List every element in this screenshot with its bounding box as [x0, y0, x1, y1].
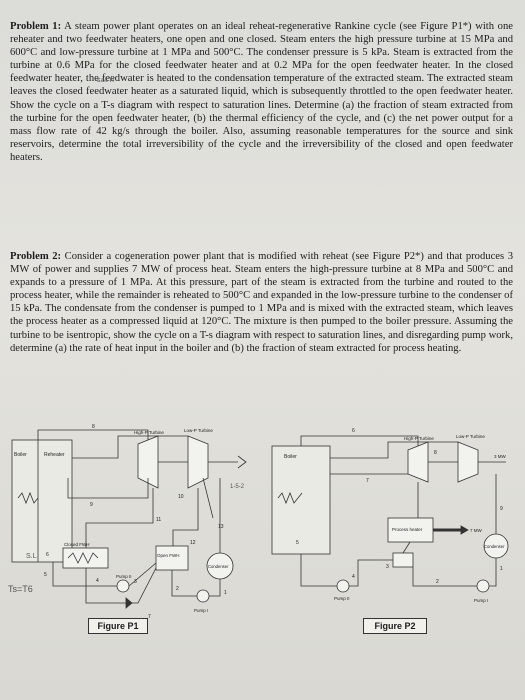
p1-state-8: 8 — [92, 424, 95, 430]
p1-state-6: 6 — [46, 552, 49, 558]
p1-pump-2-label: Pump II — [116, 574, 132, 579]
p1-state-1: 1 — [224, 590, 227, 596]
handwritten-note-1-5-2: 1-5-2 — [230, 484, 245, 490]
p2-condenser-label: Condenser — [484, 544, 505, 549]
handwritten-note-satn: sat'n — [97, 76, 115, 84]
p2-power-label: 3 MW — [494, 454, 507, 459]
p2-lp-turbine — [457, 441, 479, 483]
figure-p1-caption: Figure P1 — [88, 618, 148, 634]
figure-p2-diagram: Boiler High-P Turbine Low-P Turbine Proc… — [271, 428, 509, 603]
p2-state-4: 4 — [352, 574, 355, 580]
p2-state-3: 3 — [386, 564, 389, 570]
p1-state-4: 4 — [96, 578, 99, 584]
problem-1-label: Problem 1: — [10, 21, 62, 32]
figure-p1-diagram: Boiler Reheater High-P Turbine Low-P Tur… — [8, 424, 247, 618]
p1-reheater-label: Reheater — [44, 452, 65, 458]
p1-closed-fwh-label: Closed FWH — [64, 542, 90, 547]
p1-hp-turbine — [137, 435, 159, 489]
p2-state-8: 8 — [434, 450, 437, 456]
p1-pump-1-label: Pump I — [194, 608, 208, 613]
p1-lp-turbine — [187, 435, 209, 489]
p1-state-12: 12 — [190, 540, 196, 546]
p1-open-fwh — [155, 545, 189, 571]
handwritten-note-sl: S.L — [26, 553, 37, 560]
problem-2-label: Problem 2: — [10, 251, 62, 262]
p1-state-9: 9 — [90, 502, 93, 508]
p2-pump-1 — [476, 579, 490, 593]
p2-mixing-chamber — [392, 552, 414, 568]
p2-state-1: 1 — [500, 566, 503, 572]
p1-state-5: 5 — [44, 572, 47, 578]
p1-state-13: 13 — [218, 524, 224, 530]
figures-area: Boiler Reheater High-P Turbine Low-P Tur… — [8, 418, 518, 650]
p1-lp-turbine-label: Low-P Turbine — [184, 428, 213, 433]
problem-1-text: A steam power plant operates on an ideal… — [10, 21, 513, 163]
p1-open-fwh-label: Open FWH — [157, 553, 180, 558]
p1-condenser-label: Condenser — [208, 564, 229, 569]
p1-state-7: 7 — [148, 614, 151, 618]
p2-lp-turbine-label: Low-P Turbine — [456, 434, 485, 439]
p1-state-3: 3 — [134, 579, 137, 585]
p2-pump-2-label: Pump II — [334, 596, 350, 601]
p2-state-6: 6 — [352, 428, 355, 434]
p1-hp-turbine-label: High-P Turbine — [134, 430, 164, 435]
p2-pump-2 — [336, 579, 350, 593]
problem-2-text: Consider a cogeneration power plant that… — [10, 251, 513, 354]
p1-state-10: 10 — [178, 494, 184, 500]
p2-boiler-block — [271, 445, 331, 555]
p1-state-11: 11 — [156, 517, 161, 523]
p1-pump-2 — [116, 579, 130, 593]
problem-2-paragraph: Problem 2: Consider a cogeneration power… — [10, 250, 513, 355]
p2-process-heater-label: Process heater — [392, 527, 423, 532]
p2-process-heat-label: 7 MW — [470, 528, 483, 533]
p1-state-2: 2 — [176, 586, 179, 592]
p2-hp-turbine — [407, 441, 429, 483]
p1-boiler-label: Boiler — [14, 452, 27, 458]
p1-pump-1 — [196, 589, 210, 603]
p2-boiler-label: Boiler — [284, 454, 297, 460]
p2-state-5: 5 — [296, 540, 299, 546]
p2-hp-turbine-label: High-P Turbine — [404, 436, 434, 441]
p2-pump-1-label: Pump I — [474, 598, 488, 603]
figure-p2-caption: Figure P2 — [363, 618, 427, 634]
problem-1-paragraph: Problem 1: A steam power plant operates … — [10, 20, 513, 164]
p2-state-2: 2 — [436, 579, 439, 585]
handwritten-note-ts-t6: Ts=T6 — [8, 584, 33, 594]
p1-boiler-block — [11, 439, 73, 563]
p2-state-7: 7 — [366, 478, 369, 484]
p2-state-9: 9 — [500, 506, 503, 512]
